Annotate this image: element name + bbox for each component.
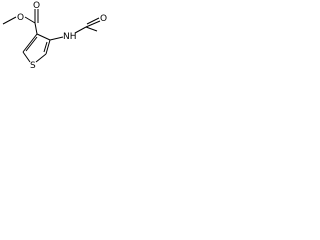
structure-canvas: O O NH O S <box>0 0 110 74</box>
ring-bond-c5-s <box>35 53 47 63</box>
ring-bond-c2-c3-inner <box>25 36 38 52</box>
bond-o-carbonyl <box>24 16 36 24</box>
bond-formyl-double-a <box>85 20 101 28</box>
ring-bond-s-c2 <box>22 51 31 63</box>
atom-amide-nitrogen: NH <box>63 32 77 42</box>
ring-bond-c3-c4 <box>36 33 51 41</box>
ring-bond-c4-c5-inner <box>43 41 48 53</box>
atom-ester-carbonyl-oxygen: O <box>33 1 40 11</box>
bond-methyl-o <box>2 16 17 25</box>
bond-carbonyl-ring <box>34 22 38 35</box>
chemical-structure: O O NH O S <box>2 1 107 71</box>
atom-ring-sulfur: S <box>30 61 36 71</box>
bond-formyl-double-b <box>86 17 100 25</box>
atom-formyl-oxygen: O <box>100 14 107 24</box>
ring-bond-c2-c3 <box>22 33 38 53</box>
bond-formyl-ch <box>85 26 98 32</box>
bond-ring-nh <box>49 36 64 41</box>
atom-methoxy-oxygen: O <box>17 13 24 23</box>
ring-bond-c4-c5 <box>45 39 51 55</box>
bond-nh-formyl <box>74 26 87 34</box>
